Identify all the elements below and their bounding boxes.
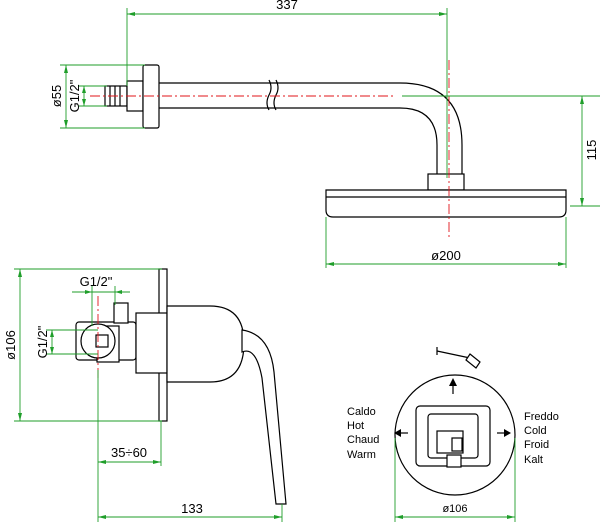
cartridge-housing [135, 312, 168, 374]
inlet-core [95, 334, 109, 348]
depth-range-dim: 35÷60 [111, 445, 147, 460]
drop-height-dim: 115 [584, 140, 599, 161]
arm-thread-dim: G1/2" [67, 79, 82, 112]
body-thread-side-dim: G1/2" [35, 325, 50, 358]
mixer-side-view [75, 268, 287, 505]
top-connection [113, 302, 129, 324]
arm-pipe-outer [159, 82, 463, 174]
shower-arm-view [90, 60, 567, 240]
arm-length-dim: 337 [276, 0, 298, 12]
shower-head [325, 189, 567, 218]
up-arrow-icon [449, 378, 457, 394]
front-dimensions: ø106 [394, 438, 516, 522]
head-diameter-dim: ø200 [431, 248, 461, 263]
cold-label-en: Cold [524, 425, 547, 437]
hot-label-en: Hot [347, 420, 364, 432]
hot-label-fr: Chaud [347, 434, 379, 446]
lever-handle [241, 329, 287, 505]
arm-break-mark [266, 79, 272, 111]
total-depth-dim: 133 [181, 501, 203, 516]
hot-label-it: Caldo [347, 406, 376, 418]
arm-pipe-inner [159, 107, 438, 174]
flange-diameter-dim: ø55 [49, 85, 64, 107]
top-dimensions: 337 ø55 G1/2" 115 ø200 [49, 0, 600, 268]
front-lever-stem [446, 454, 462, 468]
hot-label-de: Warm [347, 449, 376, 461]
cold-label-de: Kalt [524, 454, 543, 466]
hot-arrow-icon [394, 429, 408, 437]
shower-icon [436, 347, 481, 369]
cold-label-fr: Froid [524, 439, 549, 451]
head-connector [427, 173, 465, 191]
arm-wall-flange [142, 64, 160, 129]
side-dimensions: G1/2" G1/2" ø106 35÷60 133 [3, 268, 283, 522]
front-plate-diameter-dim: ø106 [442, 503, 467, 515]
cold-arrow-icon [497, 429, 511, 437]
plate-diameter-dim: ø106 [3, 330, 18, 360]
body-thread-top-dim: G1/2" [80, 274, 113, 289]
front-lever-tab [451, 437, 463, 452]
lever-dome [166, 305, 245, 383]
mixer-front-view: Caldo Hot Chaud Warm Freddo Cold Froid K… [347, 347, 559, 496]
cold-label-it: Freddo [524, 411, 559, 423]
